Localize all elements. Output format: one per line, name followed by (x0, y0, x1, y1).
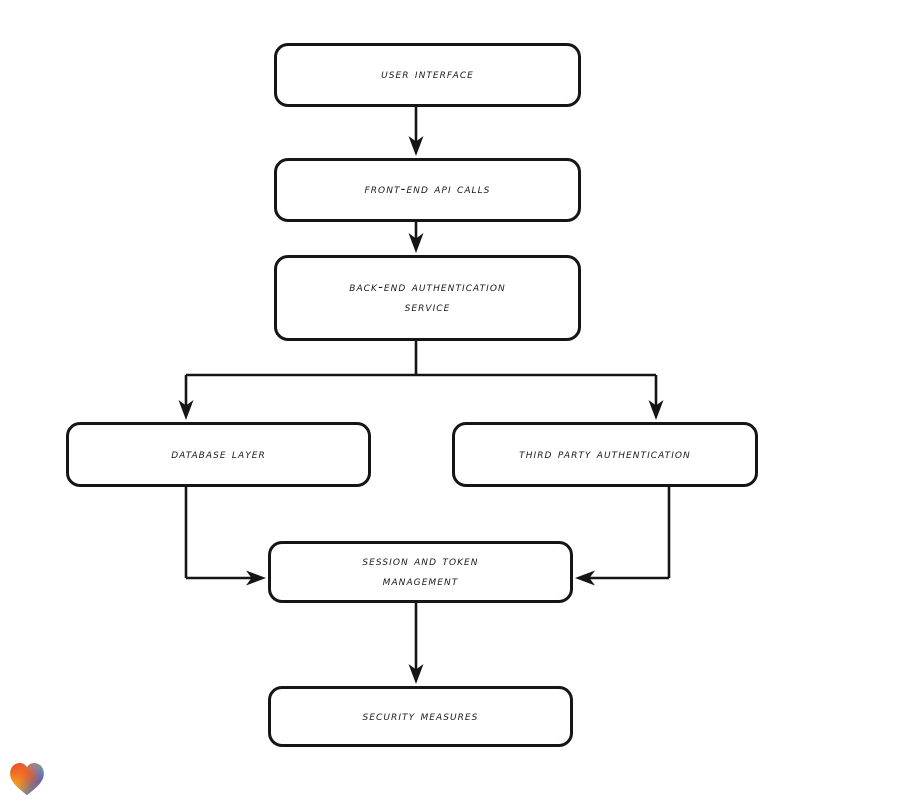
node-backend-authentication-service[interactable]: Back-End Authentication Service (274, 255, 581, 341)
node-label: Session and Token Management (362, 553, 479, 589)
node-label: Third Party Authentication (519, 445, 691, 462)
node-label: Security Measures (362, 707, 479, 724)
node-session-and-token-management[interactable]: Session and Token Management (268, 541, 573, 603)
node-third-party-authentication[interactable]: Third Party Authentication (452, 422, 758, 487)
node-label: Database Layer (171, 445, 266, 462)
node-frontend-api-calls[interactable]: Front-End API Calls (274, 158, 581, 222)
node-user-interface[interactable]: User Interface (274, 43, 581, 107)
node-database-layer[interactable]: Database Layer (66, 422, 371, 487)
node-label: User Interface (381, 66, 474, 83)
heart-icon (10, 763, 44, 796)
arrowheads (178, 136, 664, 684)
node-security-measures[interactable]: Security Measures (268, 686, 573, 747)
node-label: Front-End API Calls (364, 181, 491, 198)
node-label: Back-End Authentication Service (349, 279, 506, 315)
